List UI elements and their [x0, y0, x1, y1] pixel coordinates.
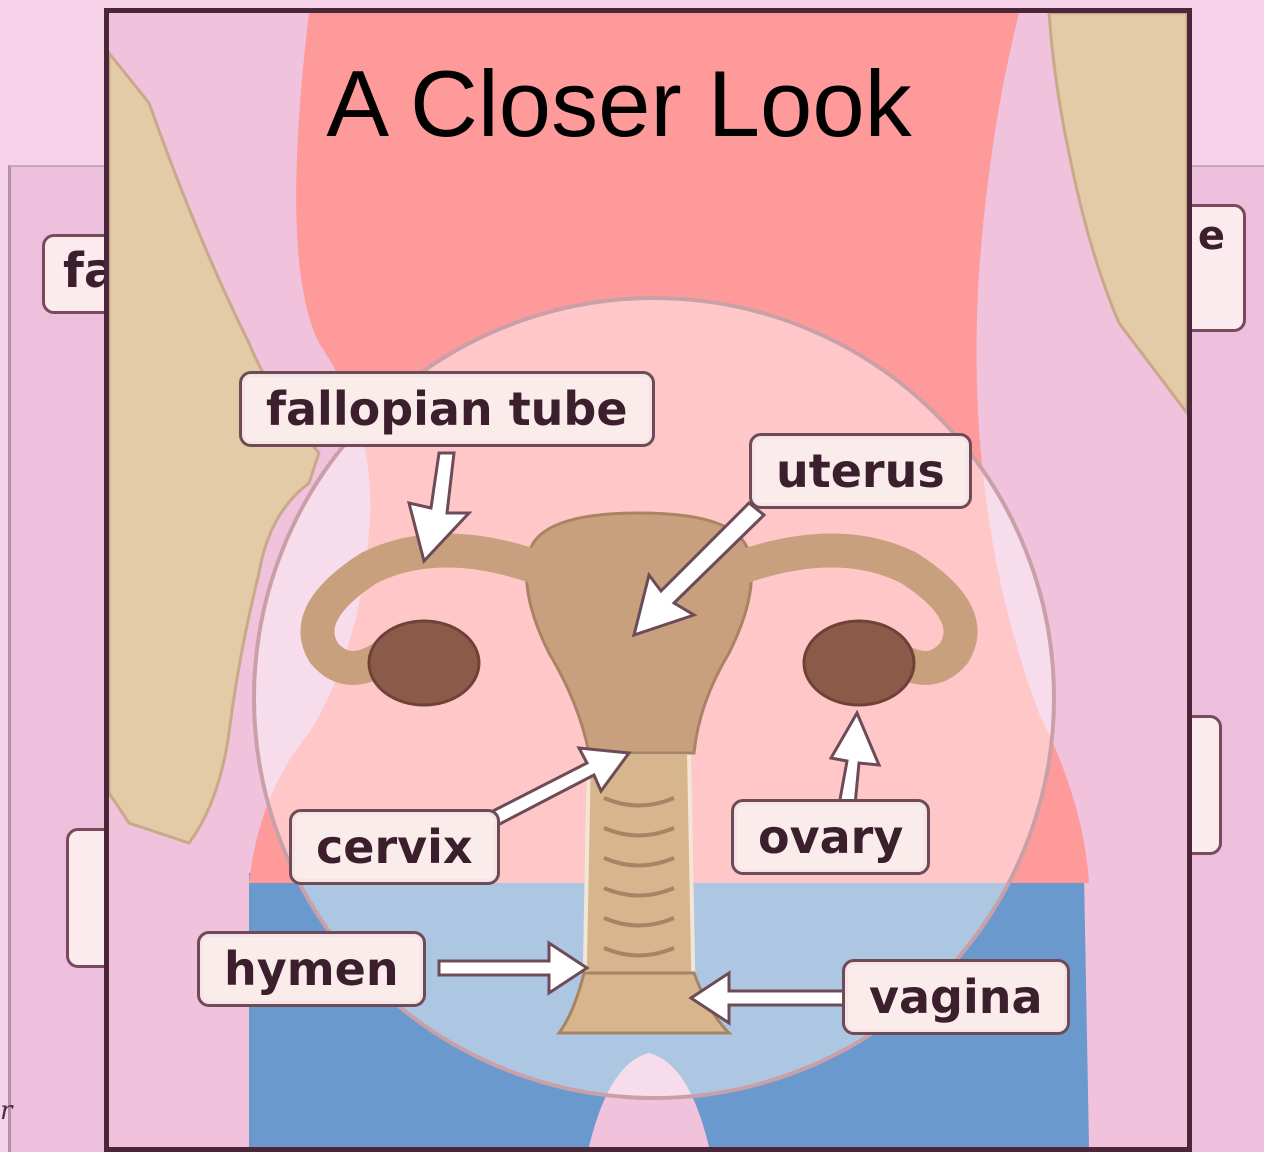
- label-cervix: cervix: [289, 809, 500, 885]
- ovary-left: [369, 621, 479, 705]
- label-cervix-text: cervix: [316, 820, 473, 874]
- background-label-right-text: e: [1198, 213, 1225, 259]
- label-ovary-text: ovary: [758, 810, 903, 864]
- main-slide: A Closer Look fallopian tube uterus cerv…: [104, 8, 1192, 1152]
- label-uterus-text: uterus: [776, 444, 945, 498]
- label-uterus: uterus: [749, 433, 972, 509]
- label-hymen: hymen: [197, 931, 426, 1007]
- label-hymen-text: hymen: [224, 942, 399, 996]
- label-fallopian-tube: fallopian tube: [239, 371, 655, 447]
- label-vagina-text: vagina: [869, 970, 1043, 1024]
- label-fallopian-tube-text: fallopian tube: [266, 382, 628, 436]
- slide-title: A Closer Look: [109, 57, 1129, 151]
- footnote-fragment: r: [0, 1096, 12, 1126]
- label-ovary: ovary: [731, 799, 930, 875]
- label-vagina: vagina: [842, 959, 1070, 1035]
- ovary-right: [804, 621, 914, 705]
